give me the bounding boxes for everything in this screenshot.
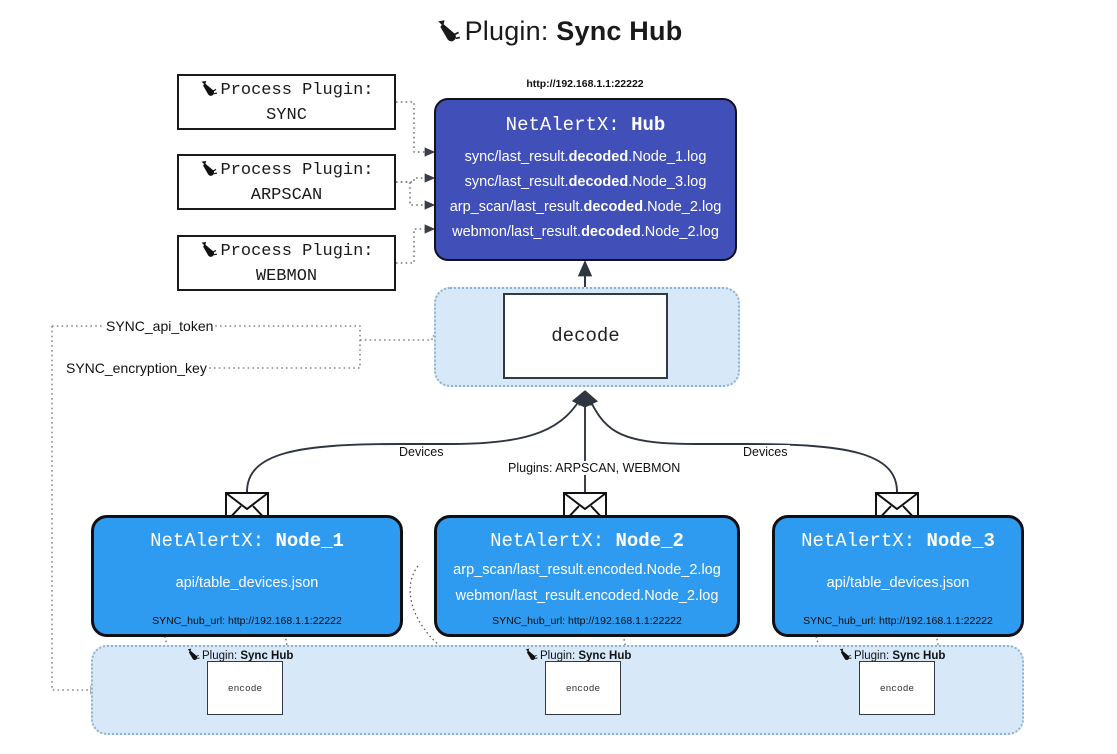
hub-file-4-pre: webmon/last_result. [452, 223, 582, 240]
page-title-prefix: Plugin: [464, 16, 557, 46]
plug-icon [199, 241, 218, 267]
plugin-label-node-1-name: Sync Hub [240, 650, 294, 662]
page-title: Plugin: Sync Hub [0, 16, 1117, 47]
edge-label-plugins-middle: Plugins: ARPSCAN, WEBMON [505, 461, 684, 475]
edge-label-devices-left: Devices [396, 445, 447, 459]
hub-file-list: sync/last_result.decoded.Node_1.log sync… [436, 145, 735, 245]
node-box-1[interactable]: NetAlertX: Node_1 api/table_devices.json… [91, 515, 403, 637]
hub-file-2-post: .Node_3.log [628, 173, 707, 190]
node-3-title-name: Node_3 [926, 530, 995, 552]
node-1-title-prefix: NetAlertX: [150, 530, 276, 552]
node-2-title-name: Node_2 [615, 530, 684, 552]
hub-file-3-mid: decoded [583, 198, 644, 215]
page-title-name: Sync Hub [556, 16, 683, 46]
node-2-hub-url: SYNC_hub_url: http://192.168.1.1:22222 [492, 615, 682, 627]
hub-title-name: Hub [631, 114, 666, 136]
hub-file-2: sync/last_result.decoded.Node_3.log [436, 170, 735, 195]
process-plugin-line1: Process Plugin: [220, 161, 374, 181]
plugin-label-node-3: Plugin: Sync Hub [838, 646, 945, 662]
hub-file-2-mid: decoded [568, 173, 629, 190]
encode-box-node-2[interactable]: encode [545, 661, 621, 715]
hub-box[interactable]: NetAlertX: Hub sync/last_result.decoded.… [434, 98, 737, 261]
node-3-title-prefix: NetAlertX: [801, 530, 927, 552]
node-3-file-list: api/table_devices.json [775, 552, 1021, 615]
token-label-api-token: SYNC_api_token [104, 318, 216, 334]
node-1-file-list: api/table_devices.json [94, 552, 400, 615]
decode-box[interactable]: decode [503, 293, 668, 379]
process-plugin-line2: ARPSCAN [250, 185, 323, 205]
plug-icon [186, 648, 200, 664]
hub-title-prefix: NetAlertX: [505, 114, 632, 136]
plugin-label-node-2-prefix: Plugin: [540, 650, 579, 662]
edge-label-devices-right: Devices [740, 445, 791, 459]
node-2-file-1: arp_scan/last_result.encoded.Node_2.log [453, 562, 721, 579]
process-plugin-line1: Process Plugin: [220, 81, 374, 101]
node-1-hub-url: SYNC_hub_url: http://192.168.1.1:22222 [152, 615, 342, 627]
node-box-2[interactable]: NetAlertX: Node_2 arp_scan/last_result.e… [434, 515, 740, 637]
process-plugin-arpscan[interactable]: Process Plugin: ARPSCAN [177, 154, 396, 210]
node-box-3[interactable]: NetAlertX: Node_3 api/table_devices.json… [772, 515, 1024, 637]
node-3-file-1: api/table_devices.json [826, 574, 970, 591]
hub-file-4-post: .Node_2.log [640, 223, 719, 240]
process-plugin-line2: WEBMON [255, 266, 318, 286]
process-plugin-line2: SYNC [266, 105, 307, 125]
hub-file-1-pre: sync/last_result. [464, 149, 569, 165]
plug-icon [838, 648, 852, 664]
plugin-label-node-2: Plugin: Sync Hub [524, 646, 631, 662]
encode-box-node-3[interactable]: encode [859, 661, 935, 715]
node-3-hub-url: SYNC_hub_url: http://192.168.1.1:22222 [803, 615, 993, 627]
hub-file-1: sync/last_result.decoded.Node_1.log [436, 145, 735, 170]
hub-file-4: webmon/last_result.decoded.Node_2.log [436, 220, 735, 245]
hub-file-4-mid: decoded [581, 223, 641, 240]
plug-icon [524, 648, 538, 664]
node-1-title-name: Node_1 [275, 530, 344, 552]
plugin-label-node-1: Plugin: Sync Hub [186, 646, 293, 662]
plug-icon [199, 160, 218, 186]
process-plugin-line1: Process Plugin: [220, 242, 374, 262]
plugin-label-node-3-prefix: Plugin: [854, 650, 893, 662]
hub-file-1-post: .Node_1.log [628, 149, 707, 165]
plug-icon [435, 19, 461, 50]
hub-url-label: http://192.168.1.1:22222 [526, 78, 644, 90]
plugin-label-node-2-name: Sync Hub [578, 650, 632, 662]
node-2-title: NetAlertX: Node_2 [490, 530, 684, 552]
process-plugin-webmon[interactable]: Process Plugin: WEBMON [177, 235, 396, 291]
node-3-title: NetAlertX: Node_3 [801, 530, 995, 552]
process-plugin-sync[interactable]: Process Plugin: SYNC [177, 74, 396, 130]
hub-title: NetAlertX: Hub [436, 114, 735, 136]
plug-icon [199, 80, 218, 106]
node-1-title: NetAlertX: Node_1 [150, 530, 344, 552]
hub-file-3: arp_scan/last_result.decoded.Node_2.log [436, 195, 735, 220]
token-label-encryption-key: SYNC_encryption_key [64, 360, 209, 376]
node-2-title-prefix: NetAlertX: [490, 530, 616, 552]
node-2-file-list: arp_scan/last_result.encoded.Node_2.log … [437, 552, 737, 615]
node-2-file-2: webmon/last_result.encoded.Node_2.log [455, 587, 719, 604]
hub-file-1-mid: decoded [568, 149, 629, 165]
plugin-label-node-3-name: Sync Hub [892, 650, 946, 662]
hub-file-3-pre: arp_scan/last_result. [449, 198, 584, 215]
node-1-file-1: api/table_devices.json [175, 574, 319, 591]
plugin-label-node-1-prefix: Plugin: [202, 650, 241, 662]
hub-file-2-pre: sync/last_result. [464, 173, 569, 190]
encode-box-node-1[interactable]: encode [207, 661, 283, 715]
hub-file-3-post: .Node_2.log [643, 198, 722, 215]
